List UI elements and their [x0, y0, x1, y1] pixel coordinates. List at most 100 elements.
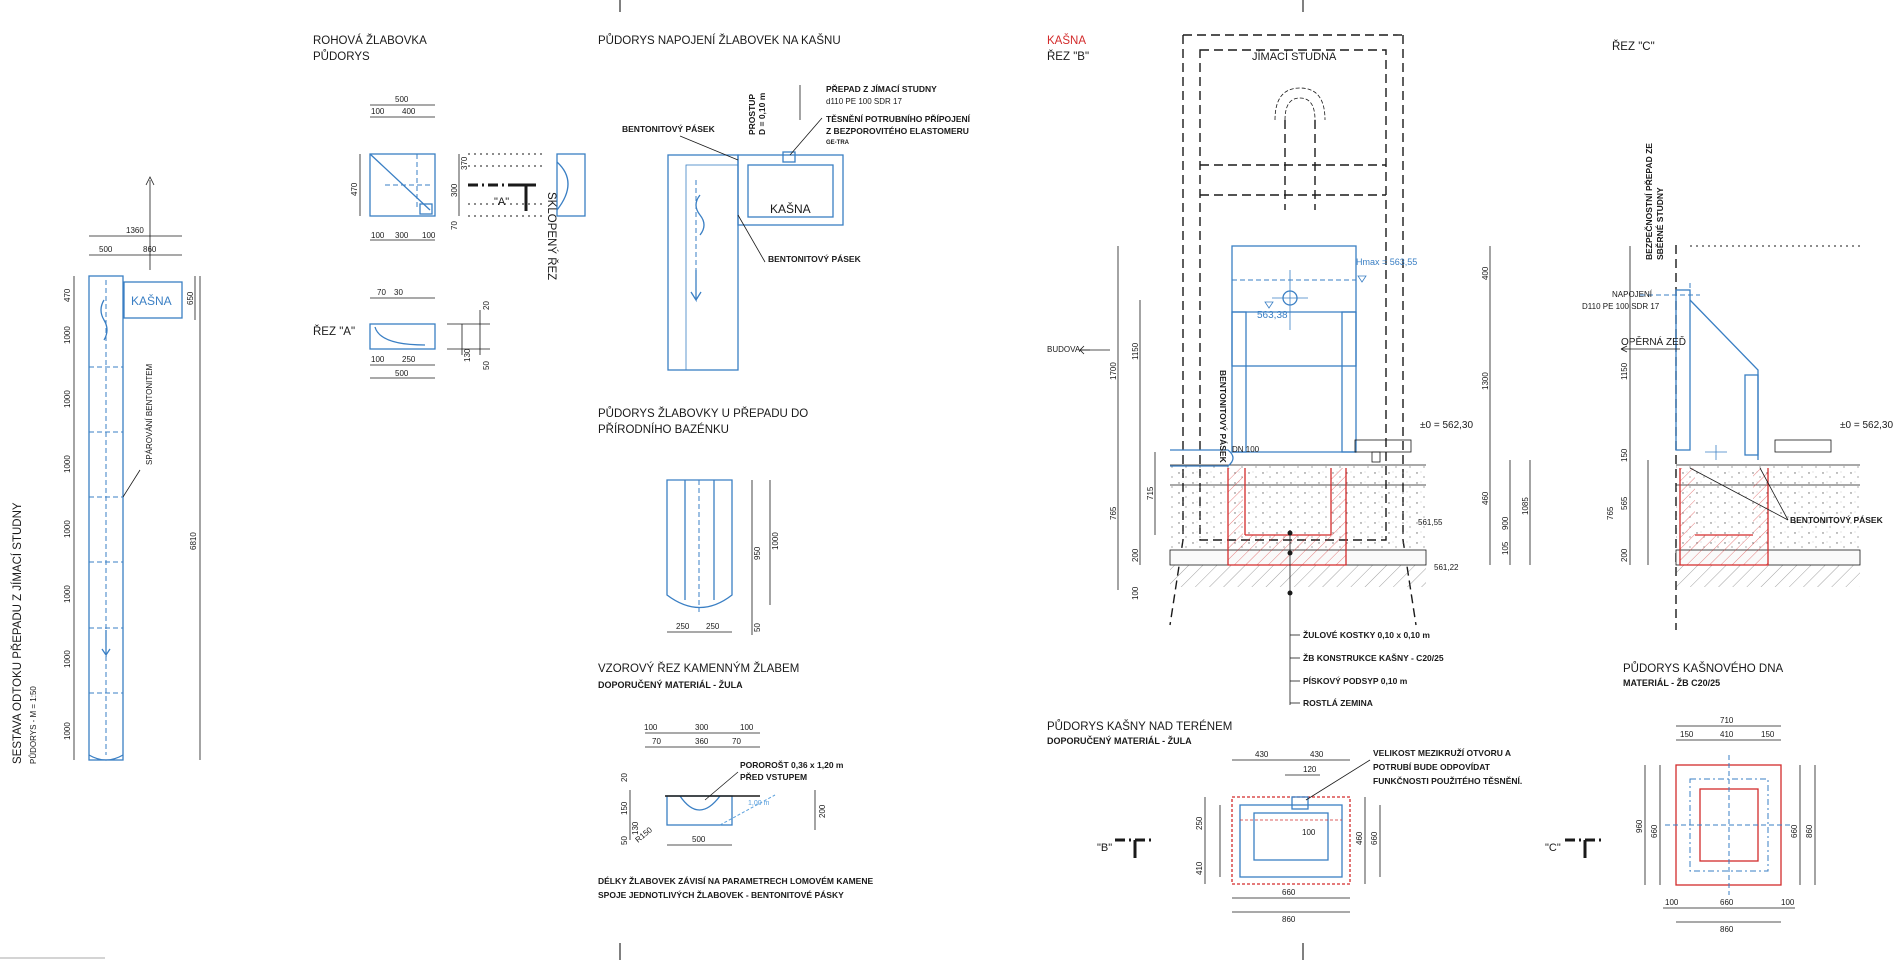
stone-note1: DÉLKY ŽLABOVEK ZÁVISÍ NA PARAMETRECH LOM… — [598, 875, 873, 886]
dim-470: 470 — [63, 288, 72, 302]
corner-title1: ROHOVÁ ŽLABOVKA — [313, 34, 427, 47]
kasna-label: KAŠNA — [131, 293, 172, 308]
plan-above-note3: FUNKČNOSTI POUŽITÉHO TĚSNĚNÍ. — [1373, 775, 1522, 786]
c-dim-70v: 70 — [450, 221, 459, 230]
b-dim-765: 765 — [1109, 506, 1118, 520]
safety-label1: BEZPEČNOSTNÍ PŘEPAD ZE — [1643, 143, 1654, 260]
s-dim-500: 500 — [692, 835, 706, 844]
zero-level-b: ±0 = 562,30 — [1420, 420, 1473, 431]
s-dim-130: 130 — [631, 821, 640, 835]
b-dim-1150: 1150 — [1131, 342, 1140, 360]
legend-4: ROSTLÁ ZEMINA — [1303, 698, 1373, 708]
c-dim-370: 370 — [460, 156, 469, 170]
dim-500: 500 — [99, 245, 113, 254]
passage-label: PROSTUP — [747, 94, 757, 135]
plan-above-note2: POTRUBÍ BUDE ODPOVÍDAT — [1373, 762, 1491, 772]
pb-dim-100a: 100 — [1665, 898, 1679, 907]
pa-dim-660: 660 — [1282, 888, 1296, 897]
pb-dim-150b: 150 — [1761, 730, 1775, 739]
pa-dim-410: 410 — [1195, 861, 1204, 875]
pb-dim-660v: 660 — [1790, 824, 1799, 838]
c-dim-150: 150 — [1620, 448, 1629, 462]
passage-d: D = 0,10 m — [757, 92, 767, 135]
dn-label: DN 100 — [1232, 445, 1260, 454]
c-dim-1150: 1150 — [1620, 362, 1629, 380]
p-dim-1000: 1000 — [771, 532, 780, 550]
b-dim-1300: 1300 — [1481, 372, 1490, 390]
p-dim-50: 50 — [753, 623, 762, 632]
joint-note: SPÁROVÁNÍ BENTONITEM — [145, 363, 154, 465]
pa-dim-430b: 430 — [1310, 750, 1324, 759]
section-b: KAŠNA ŘEZ "B" JÍMACÍ STUDNA Hmax = 563,5… — [1047, 34, 1531, 708]
grate-label1: POROROŠT 0,36 x 1,20 m — [740, 759, 844, 770]
b-dim-460: 460 — [1481, 491, 1490, 505]
s-dim-50: 50 — [620, 836, 629, 845]
pb-dim-710: 710 — [1720, 716, 1734, 725]
plan-bottom-material: MATERIÁL - ŽB C20/25 — [1623, 677, 1720, 688]
overflow-label1: PŘEPAD Z JÍMACÍ STUDNY — [826, 83, 937, 94]
stone-note2: SPOJE JEDNOTLIVÝCH ŽLABOVEK - BENTONITOV… — [598, 889, 844, 900]
marker-b: "B" — [1097, 842, 1112, 854]
c-dim-200: 200 — [1620, 548, 1629, 562]
pb-dim-960: 960 — [1635, 819, 1644, 833]
building-label: BUDOVA — [1047, 345, 1081, 354]
plan-above-note1: VELIKOST MEZIKRUŽÍ OTVORU A — [1373, 747, 1511, 758]
pb-dim-660h: 660 — [1720, 898, 1734, 907]
p-dim-250a: 250 — [676, 622, 690, 631]
connection-kasna: KAŠNA — [770, 201, 811, 216]
pb-dim-660: 660 — [1650, 824, 1659, 838]
dim-1000d: 1000 — [63, 520, 72, 538]
b-dim-105: 105 — [1501, 541, 1510, 555]
c-dim-765: 765 — [1606, 506, 1615, 520]
pb-dim-860h: 860 — [1720, 925, 1734, 934]
section-b-red-title: KAŠNA — [1047, 34, 1086, 47]
bentonite-label1: BENTONITOVÝ PÁSEK — [622, 123, 716, 134]
connection-label2: D110 PE 100 SDR 17 — [1582, 302, 1660, 311]
b-dim-900: 900 — [1501, 516, 1510, 530]
c-dim-100: 100 — [371, 107, 385, 116]
p-dim-250b: 250 — [706, 622, 720, 631]
plan-bottom-title: PŮDORYS KAŠNOVÉHO DNA — [1623, 662, 1784, 675]
c-dim-565: 565 — [1620, 496, 1629, 510]
section-b-title: ŘEZ "B" — [1047, 50, 1089, 63]
level-561-55: 561,55 — [1418, 518, 1443, 527]
pb-dim-100b: 100 — [1781, 898, 1795, 907]
p-dim-950: 950 — [753, 546, 762, 560]
sloped-section: SKLOPENÝ ŘEZ — [545, 192, 558, 280]
zero-level-c: ±0 = 562,30 — [1840, 420, 1893, 431]
seal-label1: TĚSNĚNÍ POTRUBNÍHO PŘÍPOJENÍ — [826, 113, 971, 124]
b-dim-100: 100 — [1131, 586, 1140, 600]
s-dim-200: 200 — [818, 804, 827, 818]
a-dim-250: 250 — [402, 355, 416, 364]
c-dim-100c: 100 — [422, 231, 436, 240]
c-dim-400: 400 — [402, 107, 416, 116]
level-561-22: 561,22 — [1434, 563, 1459, 572]
pa-dim-100: 100 — [1302, 828, 1316, 837]
dim-1360: 1360 — [126, 226, 144, 235]
corner-title2: PŮDORYS — [313, 50, 370, 63]
dim-1000c: 1000 — [63, 455, 72, 473]
connection-plan: PŮDORYS NAPOJENÍ ŽLABOVEK NA KAŠNU KAŠNA… — [598, 34, 971, 371]
plan-above-title: PŮDORYS KAŠNY NAD TERÉNEM — [1047, 720, 1232, 733]
plan-above-terrain: PŮDORYS KAŠNY NAD TERÉNEM DOPORUČENÝ MAT… — [1047, 720, 1522, 924]
s-dim-70b: 70 — [732, 737, 741, 746]
seal-label2: Z BEZPOROVITÉHO ELASTOMERU — [826, 126, 969, 136]
pa-dim-120: 120 — [1303, 765, 1317, 774]
stone-title: VZOROVÝ ŘEZ KAMENNÝM ŽLABEM — [598, 662, 799, 675]
b-dim-400: 400 — [1481, 266, 1490, 280]
pa-dim-660v: 660 — [1370, 831, 1379, 845]
marker-c: "C" — [1545, 842, 1561, 854]
section-a-title: ŘEZ "A" — [313, 325, 355, 338]
dim-860: 860 — [143, 245, 157, 254]
grate-label2: PŘED VSTUPEM — [740, 771, 807, 782]
c-dim-470: 470 — [350, 182, 359, 196]
seal-label3: GE-TRA — [826, 140, 850, 146]
c-dim-300: 300 — [395, 231, 409, 240]
a-dim-500: 500 — [395, 369, 409, 378]
s-dim-300: 300 — [695, 723, 709, 732]
s-dim-100a: 100 — [644, 723, 658, 732]
dim-1000g: 1000 — [63, 722, 72, 740]
pb-dim-860v: 860 — [1805, 824, 1814, 838]
dim-1000b: 1000 — [63, 390, 72, 408]
a-dim-100: 100 — [371, 355, 385, 364]
